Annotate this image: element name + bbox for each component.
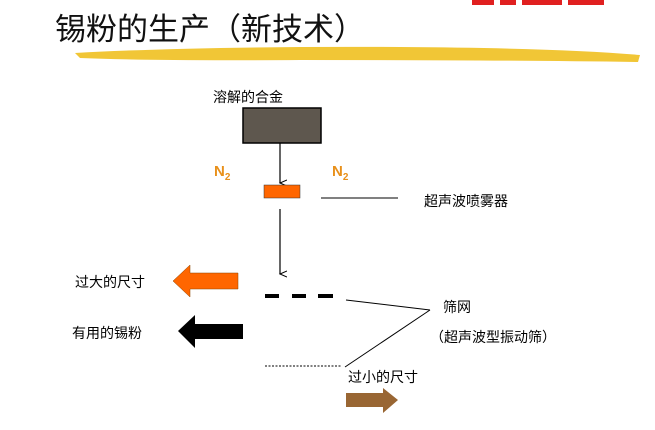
- molten-alloy-box: [242, 107, 322, 144]
- atomizer-nozzle: [263, 184, 301, 199]
- n2-left-text: N: [214, 163, 225, 180]
- coarse-screen: [265, 294, 333, 298]
- undersize-label: 过小的尺寸: [348, 370, 418, 386]
- n2-right-sub: 2: [342, 172, 349, 183]
- screen-type-label: （超声波型振动筛）: [430, 330, 556, 346]
- n2-left-sub: 2: [224, 172, 231, 183]
- useful-powder-label: 有用的锡粉: [72, 326, 142, 342]
- n2-right-text: N: [332, 163, 343, 180]
- oversize-arrow-icon: [172, 264, 239, 298]
- molten-alloy-label: 溶解的合金: [213, 90, 283, 106]
- title-underline-brush: [75, 46, 640, 62]
- screen-leader-1: [345, 299, 431, 311]
- undersize-arrow-icon: [346, 388, 398, 413]
- screen-label: 筛网: [443, 300, 471, 316]
- useful-powder-arrow-icon: [178, 315, 243, 348]
- atomizer-label: 超声波喷雾器: [424, 194, 508, 210]
- screen-leader-2: [344, 309, 431, 368]
- oversize-label: 过大的尺寸: [75, 275, 145, 291]
- n2-left-label: N2: [214, 163, 230, 183]
- corner-mark: [472, 0, 604, 5]
- page-title: 锡粉的生产（新技术）: [55, 12, 365, 48]
- n2-right-label: N2: [332, 163, 348, 183]
